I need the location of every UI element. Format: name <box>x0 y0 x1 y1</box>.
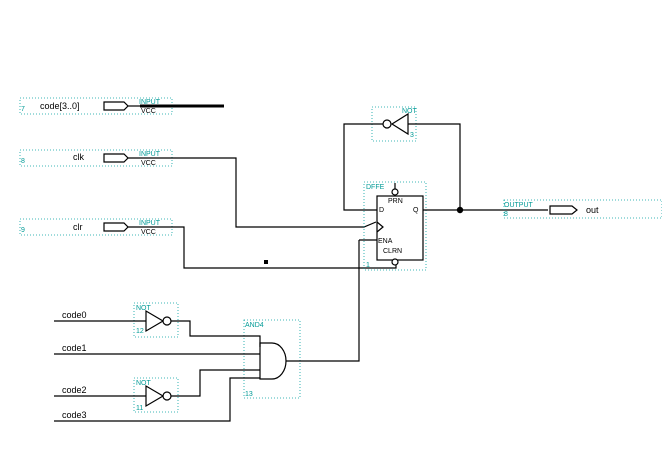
wire-clr <box>128 226 397 269</box>
dffe-flipflop[interactable]: DFFE PRN D Q ENA CLRN 1 <box>363 181 427 271</box>
not-gate-12[interactable]: NOT 12 <box>133 302 179 338</box>
gate-number: 3 <box>410 132 414 139</box>
dff-kind: DFFE <box>366 184 385 191</box>
wire-clk <box>128 157 377 228</box>
output-pin-out[interactable]: OUTPUT 8 out <box>503 199 662 219</box>
pin-vcc: VCC <box>141 108 156 115</box>
pin-kind: INPUT <box>139 151 161 158</box>
dff-ena: ENA <box>378 238 393 245</box>
pin-label-out: out <box>586 205 599 215</box>
dff-q: Q <box>413 207 419 214</box>
wire-not11-and <box>171 369 260 397</box>
pin-label-code-bus: code[3..0] <box>40 101 80 111</box>
pin-kind: OUTPUT <box>504 202 534 209</box>
pin-label-clk: clk <box>73 152 84 162</box>
input-pin-clk[interactable]: 8 clk INPUT VCC <box>19 149 173 167</box>
pin-kind: INPUT <box>139 220 161 227</box>
junction-dot <box>264 260 268 264</box>
gate-kind: NOT <box>136 380 152 387</box>
wire-feedback-in <box>343 123 383 211</box>
pin-number: 8 <box>504 211 508 218</box>
gate-number: 11 <box>136 405 143 412</box>
dff-prn: PRN <box>388 198 403 205</box>
pin-vcc: VCC <box>141 160 156 167</box>
net-label-code2: code2 <box>62 385 87 395</box>
pin-kind: INPUT <box>139 99 161 106</box>
not-gate-11[interactable]: NOT 11 <box>133 377 179 413</box>
dff-clrn: CLRN <box>383 248 402 255</box>
gate-number: 13 <box>245 391 253 398</box>
gate-kind: NOT <box>136 305 152 312</box>
pin-label-clr: clr <box>73 222 83 232</box>
junction-node <box>456 206 464 214</box>
pin-number: 7 <box>21 106 25 113</box>
pin-vcc: VCC <box>141 229 156 236</box>
wire-code3 <box>54 377 260 422</box>
gate-number: 12 <box>136 328 144 335</box>
gate-kind: AND4 <box>245 322 264 329</box>
wire-feedback <box>408 123 461 210</box>
dff-d: D <box>379 207 384 214</box>
and4-gate[interactable]: AND4 13 <box>243 319 301 399</box>
wire-not12-and <box>171 320 261 347</box>
wire-and-out <box>286 240 360 362</box>
pin-number: 8 <box>21 158 25 165</box>
pin-number: 9 <box>21 227 25 234</box>
input-pin-code-bus[interactable]: 7 code[3..0] INPUT VCC <box>19 97 173 115</box>
gate-kind: NOT <box>402 108 418 115</box>
dff-number: 1 <box>366 262 370 269</box>
net-label-code3: code3 <box>62 410 87 420</box>
net-label-code1: code1 <box>62 343 87 353</box>
net-label-code0: code0 <box>62 310 87 320</box>
